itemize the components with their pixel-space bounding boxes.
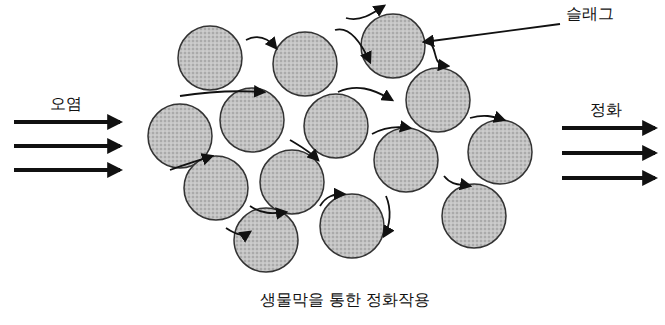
flow-path (346, 6, 384, 19)
flow-path (384, 196, 390, 236)
slag-particles (148, 14, 532, 272)
flow-path (372, 127, 410, 134)
slag-particle (361, 14, 425, 78)
slag-particle (320, 194, 384, 258)
flow-path (226, 228, 250, 235)
flow-path (428, 40, 448, 66)
slag-particle (260, 150, 324, 214)
inflow-arrows (14, 122, 120, 170)
outflow-arrow (562, 151, 655, 155)
flow-path (470, 116, 504, 120)
slag-particle (234, 208, 298, 272)
flow-paths (170, 6, 504, 236)
outflow-arrows (562, 128, 655, 178)
label-text: 오염 (50, 94, 82, 115)
flow-path (250, 206, 286, 213)
flow-path (338, 88, 392, 100)
flow-path (246, 37, 276, 48)
slag-particle (273, 32, 337, 96)
flow-path (180, 91, 264, 96)
slag-particle (184, 156, 248, 220)
slag-particle (220, 88, 284, 152)
inflow-arrow (14, 168, 120, 172)
label-text: 정화 (590, 100, 622, 121)
outflow-arrow (562, 176, 655, 180)
flow-path (290, 140, 318, 160)
flow-path (170, 156, 212, 170)
slag-particle (406, 68, 470, 132)
slag-particle (304, 94, 368, 158)
flow-path (320, 194, 344, 206)
outflow-arrow (562, 126, 655, 130)
slag-particle (442, 184, 506, 248)
inflow-arrow (14, 120, 120, 124)
slag-particle (178, 26, 242, 90)
label-text: 슬래그 (566, 4, 614, 25)
leader-line (424, 24, 560, 42)
flow-path (335, 29, 370, 62)
slag-particle (374, 128, 438, 192)
flow-path (444, 176, 470, 186)
slag-particle (468, 120, 532, 184)
inflow-arrow (14, 144, 120, 148)
caption-text: 생물막을 통한 정화작용 (260, 290, 430, 311)
